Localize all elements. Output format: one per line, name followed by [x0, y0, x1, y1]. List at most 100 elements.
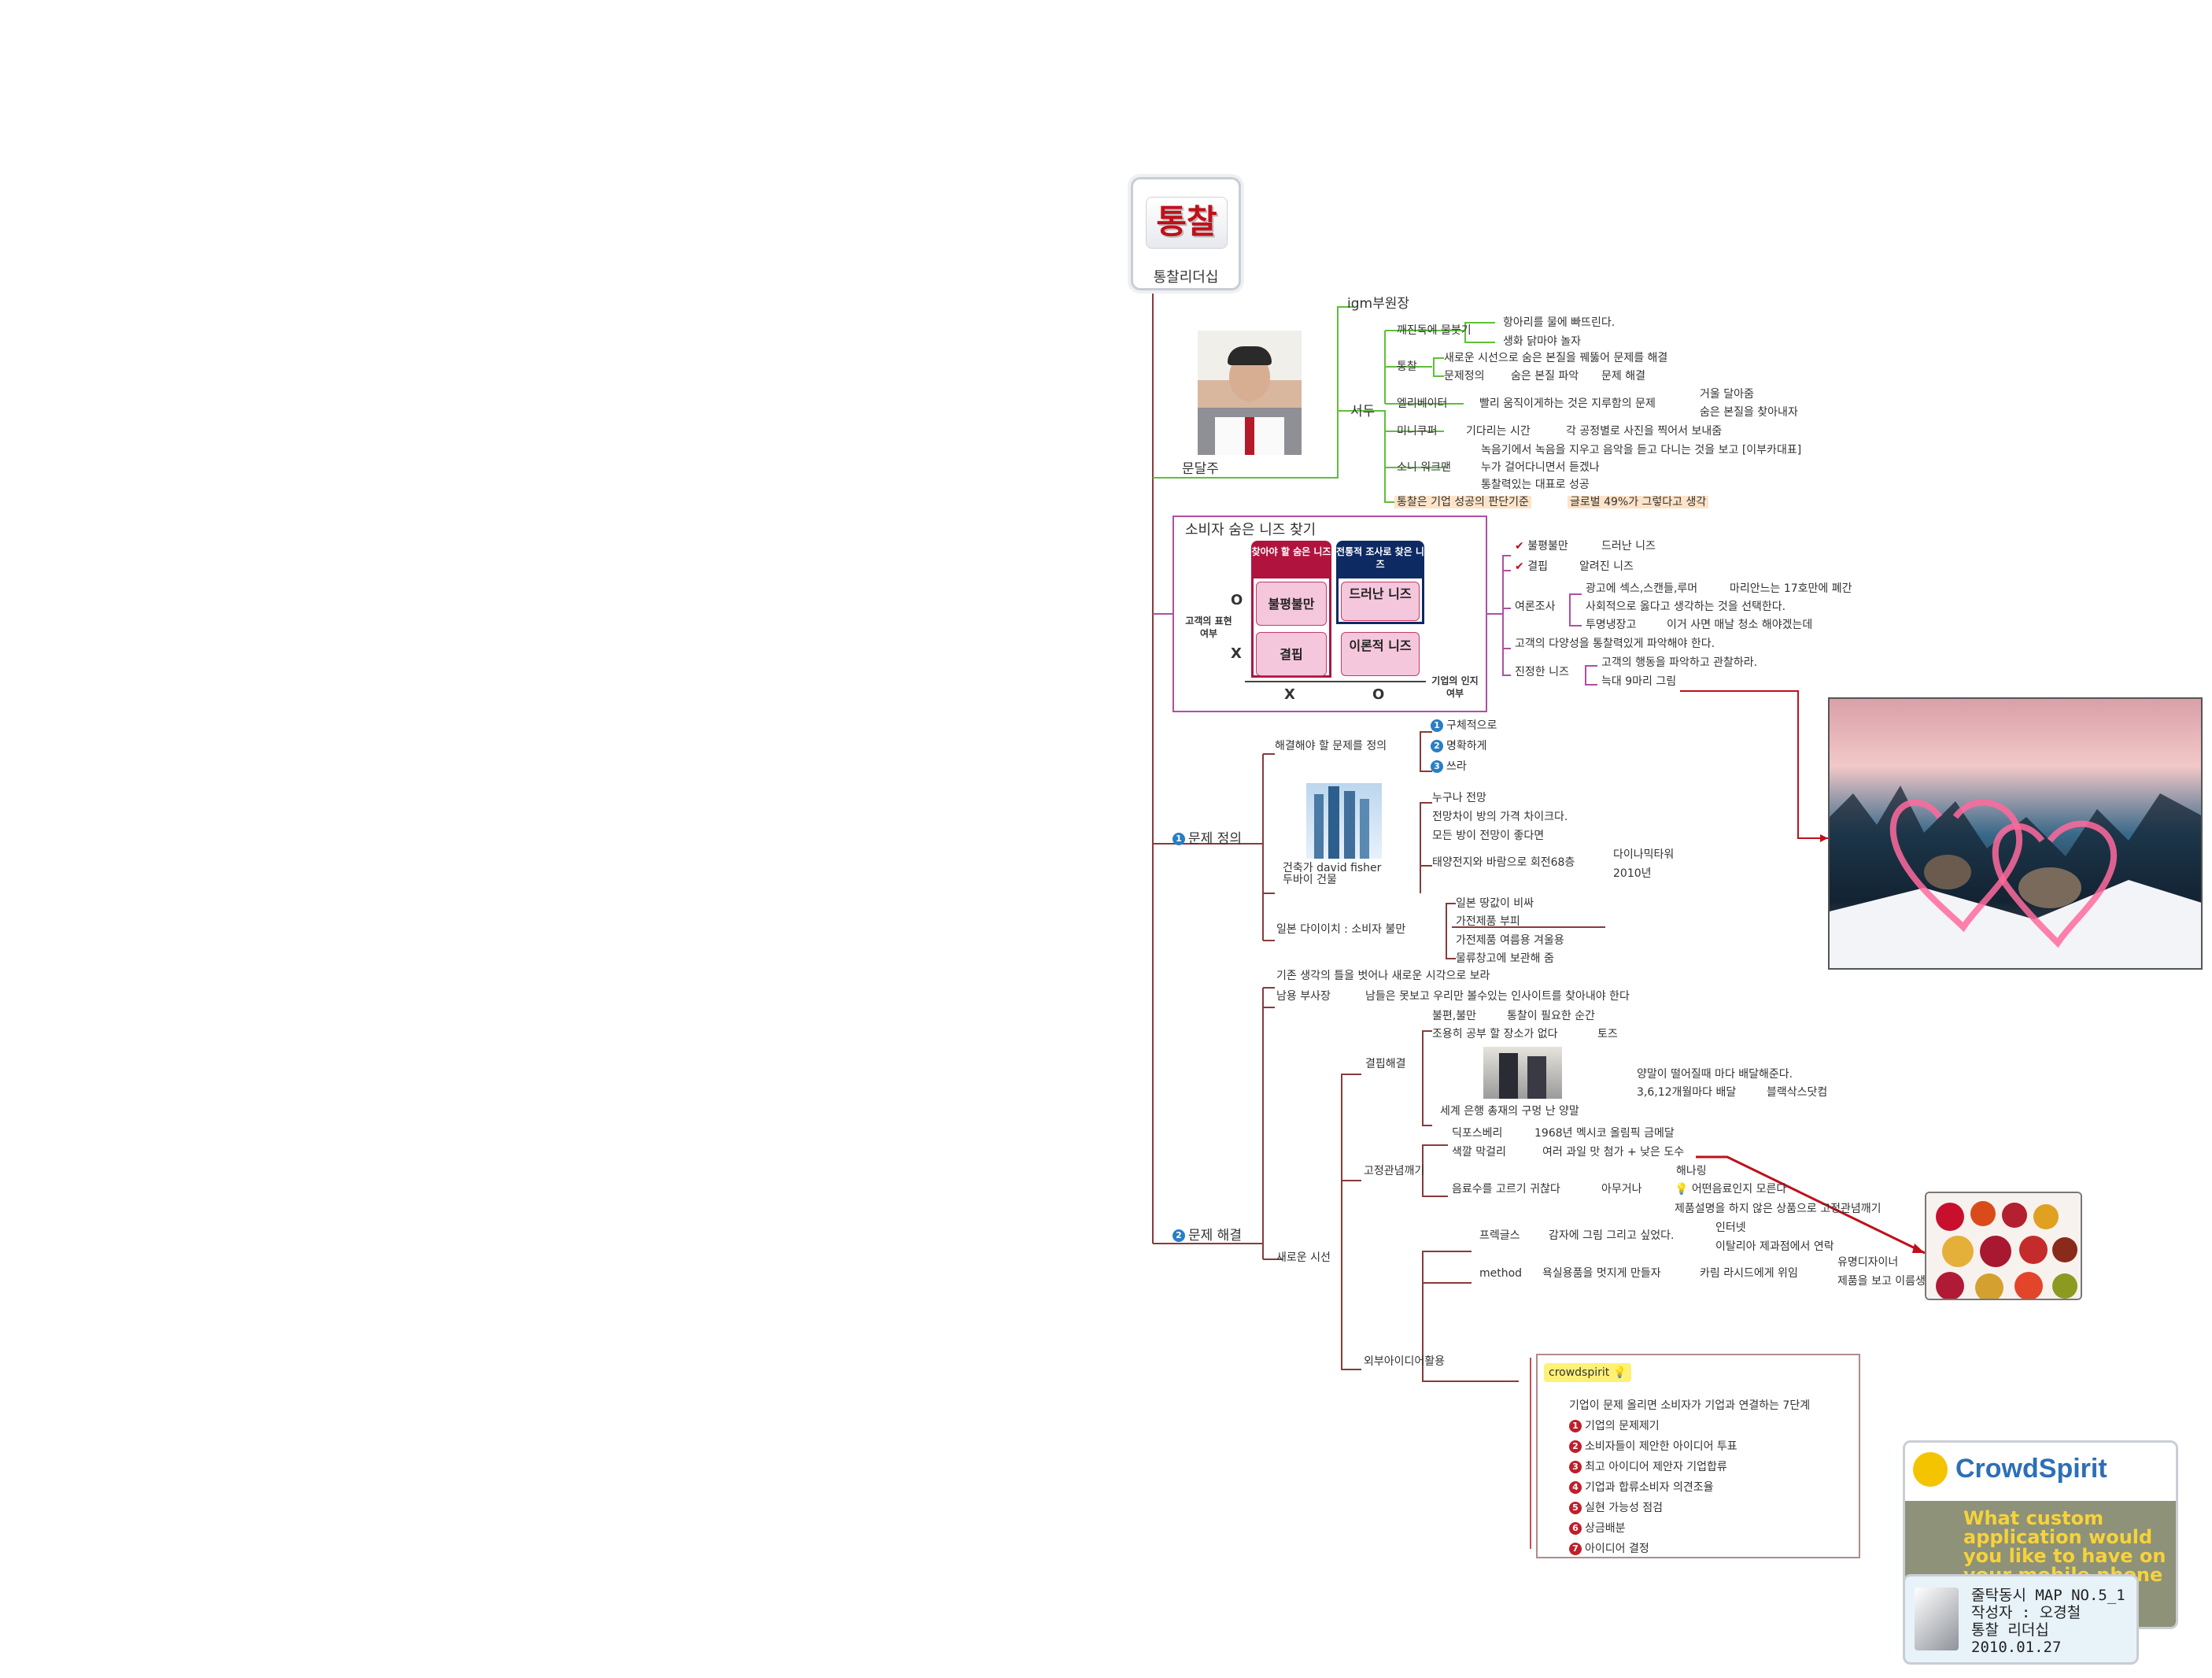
crowdspirit-tag[interactable]: crowdspirit 💡 [1544, 1363, 1632, 1382]
node-elevator-3[interactable]: 숨은 본질을 찾아내자 [1700, 406, 1798, 419]
number-3-icon: 3 [1431, 760, 1443, 773]
note-line-1: 줄탁동시 MAP NO.5_1 [1971, 1587, 2125, 1604]
node-building-1[interactable]: 누구나 전망 [1432, 792, 1486, 804]
node-fixed-5[interactable]: 음료수를 고르기 귀찮다 [1452, 1183, 1560, 1196]
node-ext-8[interactable]: 유명디자이너 [1837, 1256, 1899, 1269]
node-ext-2[interactable]: 감자에 그림 그리고 싶었다. [1549, 1229, 1675, 1242]
node-gap[interactable]: 결핍해결 [1365, 1058, 1406, 1070]
node-broken-jar[interactable]: 깨진독에 물붓기 [1397, 324, 1472, 337]
node-walkman-1[interactable]: 녹음기에서 녹음을 지우고 음악을 듣고 다니는 것을 보고 [이부카대표] [1481, 444, 1802, 456]
node-complaint-1[interactable]: 드러난 니즈 [1601, 540, 1656, 553]
node-define-goal[interactable]: 해결해야 할 문제를 정의 [1275, 740, 1387, 752]
node-building-5[interactable]: 다이나믹타워 [1613, 848, 1675, 861]
node-ext-4[interactable]: 이탈리아 제과점에서 연락 [1715, 1240, 1834, 1253]
node-gap-2[interactable]: 통찰이 필요한 순간 [1507, 1010, 1595, 1022]
node-daiichi-3[interactable]: 가전제품 여름용 겨울용 [1456, 934, 1564, 947]
node-ext-5[interactable]: method [1479, 1267, 1523, 1280]
node-lack-1[interactable]: 알려진 니즈 [1579, 560, 1634, 573]
node-diversity[interactable]: 고객의 다양성을 통찰력있게 파악해야 한다. [1515, 638, 1715, 650]
node-new-frame[interactable]: 기존 생각의 틀을 벗어나 새로운 시각으로 보라 [1276, 970, 1490, 982]
node-fixed-9[interactable]: 제품설명을 하지 않은 상품으로 고정관념깨기 [1675, 1203, 1881, 1215]
node-elevator-1[interactable]: 빨리 움직이게하는 것은 지루함의 문제 [1479, 397, 1656, 410]
node-walkman-2[interactable]: 누가 걸어다니면서 듣겠나 [1481, 461, 1600, 474]
node-insight-3[interactable]: 숨은 본질 파악 [1511, 370, 1579, 383]
node-daiichi-4[interactable]: 물류창고에 보관해 줌 [1456, 952, 1554, 965]
node-ext-3[interactable]: 인터넷 [1715, 1222, 1746, 1234]
node-poll-1[interactable]: 광고에 섹스,스캔들,루머 [1586, 582, 1698, 595]
node-daiichi[interactable]: 일본 다이이치 : 소비자 불만 [1276, 923, 1406, 936]
node-poll-5[interactable]: 이거 사면 매날 청소 해야겠는데 [1667, 619, 1813, 631]
node-walkman-3[interactable]: 통찰력있는 대표로 성공 [1481, 479, 1590, 491]
node-broken-jar-2[interactable]: 생화 닭마야 놀자 [1503, 335, 1582, 348]
node-gap-7[interactable]: 3,6,12개월마다 배달 [1637, 1086, 1737, 1099]
node-gap-3[interactable]: 조용히 공부 할 장소가 없다 [1432, 1028, 1558, 1040]
node-fixed-6[interactable]: 아무거나 [1601, 1183, 1642, 1196]
node-insight[interactable]: 통찰 [1397, 360, 1417, 373]
node-new-view[interactable]: 새로운 시선 [1276, 1251, 1331, 1264]
node-gap-5[interactable]: 세계 은행 총재의 구멍 난 양말 [1440, 1105, 1579, 1118]
node-insight-2[interactable]: 문제정의 [1444, 370, 1485, 383]
colored-drinks-art [1926, 1193, 2081, 1299]
node-ext-6[interactable]: 욕실용품을 멋지게 만들자 [1542, 1267, 1661, 1280]
node-building-4[interactable]: 태양전지와 바람으로 회전68층 [1432, 856, 1575, 869]
node-building-6[interactable]: 2010년 [1613, 867, 1652, 880]
node-true-needs-2[interactable]: 늑대 9마리 그림 [1601, 675, 1677, 688]
node-daiichi-2[interactable]: 가전제품 부피 [1456, 915, 1520, 928]
node-namyong[interactable]: 남용 부사장 [1276, 990, 1331, 1003]
node-fixed-1[interactable]: 딕포스베리 [1452, 1127, 1503, 1140]
node-fixed-4[interactable]: 여러 과일 맛 첨가 + 낮은 도수 [1542, 1146, 1685, 1159]
node-walkman[interactable]: 소니 워크맨 [1397, 461, 1451, 474]
node-true-needs[interactable]: 진정한 니즈 [1515, 666, 1569, 678]
node-poll-3[interactable]: 사회적으로 옳다고 생각하는 것을 선택한다. [1586, 601, 1786, 613]
node-poll[interactable]: 여론조사 [1515, 601, 1556, 613]
node-ext-1[interactable]: 프렉글스 [1479, 1229, 1520, 1242]
node-gap-8[interactable]: 블랙삭스닷컴 [1767, 1086, 1828, 1099]
node-gap-1[interactable]: 불편,불만 [1432, 1010, 1476, 1022]
node-building-3[interactable]: 모든 방이 전망이 좋다면 [1432, 830, 1545, 842]
node-gap-6[interactable]: 양말이 떨어질때 마다 배달해준다. [1637, 1068, 1793, 1081]
node-elevator-2[interactable]: 거울 달아줌 [1700, 388, 1754, 401]
node-complaint[interactable]: ✔ 불평불만 [1515, 540, 1568, 553]
node-mini[interactable]: 미니쿠퍼 [1397, 425, 1438, 438]
node-insight-1[interactable]: 새로운 시선으로 숨은 본질을 꿰뚫어 문제를 해결 [1444, 352, 1668, 364]
node-poll-4[interactable]: 투명냉장고 [1586, 619, 1637, 631]
node-poll-2[interactable]: 마리안느는 17호만에 폐간 [1730, 582, 1852, 595]
wolf-painting [1828, 697, 2203, 970]
node-fixed-3[interactable]: 색깔 막걸리 [1452, 1146, 1506, 1159]
node-criterion[interactable]: 통찰은 기업 성공의 판단기준 [1394, 496, 1531, 508]
node-ext-7[interactable]: 카림 라시드에게 위임 [1700, 1267, 1798, 1280]
node-building-2[interactable]: 전망차이 방의 가격 차이크다. [1432, 811, 1568, 823]
node-fixed-2[interactable]: 1968년 멕시코 올림픽 금메달 [1534, 1127, 1675, 1140]
node-mini-1[interactable]: 기다리는 시간 [1466, 425, 1531, 438]
number-5-icon: 5 [1569, 1502, 1582, 1514]
node-fixed-7[interactable]: 해나링 [1676, 1165, 1707, 1177]
node-gap-4[interactable]: 토즈 [1597, 1028, 1618, 1040]
node-insight-4[interactable]: 문제 해결 [1601, 370, 1645, 383]
node-fixed[interactable]: 고정관념깨기 [1364, 1165, 1425, 1177]
node-namyong-1[interactable]: 남들은 못보고 우리만 볼수있는 인사이트를 찾아내야 한다 [1365, 990, 1630, 1003]
root-node[interactable]: 통찰 통찰리더십 [1131, 177, 1241, 290]
node-elevator[interactable]: 엘리베이터 [1397, 397, 1448, 410]
node-daiichi-1[interactable]: 일본 땅값이 비싸 [1456, 897, 1534, 910]
node-criterion-1[interactable]: 글로벌 49%가 그렇다고 생각 [1568, 496, 1709, 508]
node-fixed-8[interactable]: 💡 어떤음료인지 모른다 [1675, 1183, 1787, 1196]
node-ext-9[interactable]: 제품을 보고 이름생각 [1837, 1275, 1936, 1288]
banker-sock-photo [1483, 1047, 1562, 1099]
node-external[interactable]: 외부아이디어활용 [1364, 1355, 1446, 1368]
node-lack[interactable]: ✔ 결핍 [1515, 560, 1548, 573]
node-true-needs-1[interactable]: 고객의 행동을 파악하고 관찰하라. [1601, 656, 1758, 669]
node-mini-2[interactable]: 각 공정별로 사진을 찍어서 보내줌 [1566, 425, 1723, 438]
node-broken-jar-1[interactable]: 항아리를 물에 빠뜨린다. [1503, 316, 1616, 329]
